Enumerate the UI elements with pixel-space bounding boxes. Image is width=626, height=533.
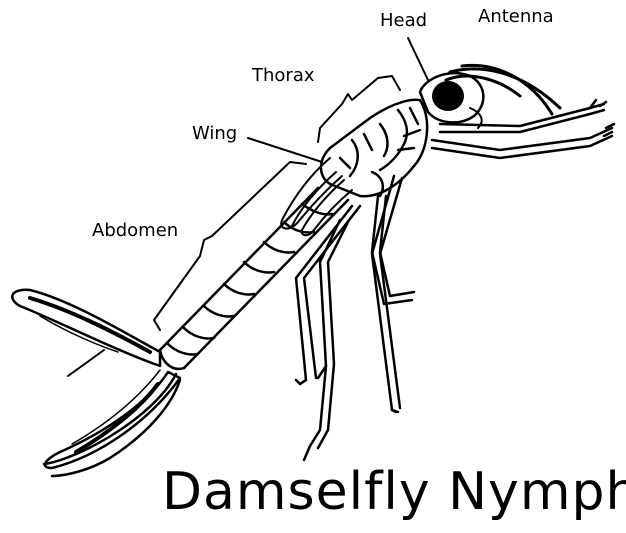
head-drawing	[420, 73, 483, 128]
gill-pointer	[68, 350, 104, 376]
thorax-label: Thorax	[252, 67, 315, 85]
front-legs-drawing	[432, 100, 614, 158]
compound-eye	[432, 81, 464, 111]
wing-pointer	[248, 138, 322, 162]
wing-label: Wing	[192, 125, 237, 143]
label-pointers	[68, 38, 428, 376]
legs-drawing	[296, 176, 414, 460]
head-label: Head	[380, 12, 427, 30]
diagram-title: Damselfly Nymph	[162, 466, 626, 518]
abdomen-label: Abdomen	[92, 222, 178, 240]
head-pointer	[408, 38, 428, 80]
wing-pad-drawing	[281, 158, 352, 235]
abdomen-bracket	[154, 162, 306, 330]
antenna-label: Antenna	[478, 8, 554, 26]
